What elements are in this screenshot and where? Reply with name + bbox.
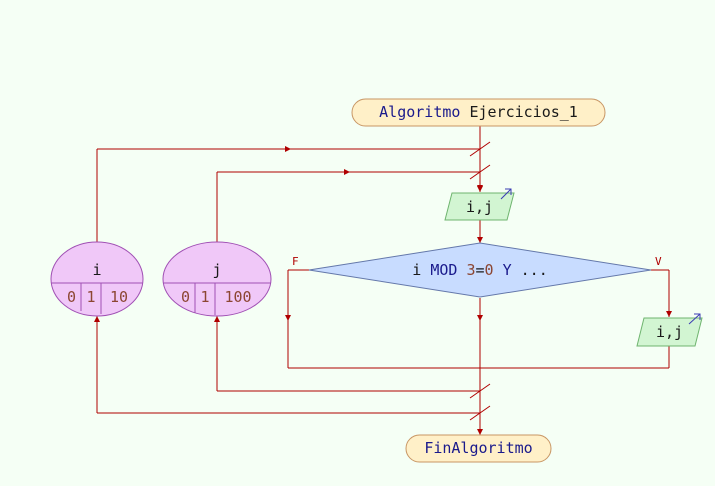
condition-expr: 3=0 xyxy=(466,261,493,279)
loop-i-node xyxy=(50,241,144,317)
end-keyword: FinAlgoritmo xyxy=(424,439,533,457)
condition-num: 3 xyxy=(466,261,476,279)
loop-j-tick-top xyxy=(469,164,491,180)
arrow-center-down xyxy=(477,315,483,321)
end-label: FinAlgoritmo xyxy=(406,439,551,457)
start-label: Algoritmo Ejercicios_1 xyxy=(352,103,605,121)
condition-label: i MOD 3=0 Y ... xyxy=(309,261,651,279)
read-label: i,j xyxy=(465,198,494,216)
condition-zero: 0 xyxy=(484,261,494,279)
loop-i-end: 10 xyxy=(109,288,129,306)
branch-true-label: V xyxy=(655,255,662,268)
arrow-loop-j-up xyxy=(214,316,220,322)
loop-j-end: 100 xyxy=(224,288,252,306)
read-arrow-icon xyxy=(500,188,512,200)
loop-j-step: 1 xyxy=(200,288,210,306)
loop-i-step: 1 xyxy=(86,288,96,306)
loop-j-var: j xyxy=(212,261,222,279)
read-box xyxy=(444,192,515,221)
decision-diamond xyxy=(308,242,652,298)
loop-i-start: 0 xyxy=(66,288,77,306)
arrow-to-decision xyxy=(477,237,483,243)
arrow-loop-j-right xyxy=(344,169,350,175)
arrow-read-in xyxy=(477,185,483,191)
arrow-false-down xyxy=(285,315,291,321)
loop-j-node xyxy=(162,241,272,317)
condition-var: i xyxy=(412,261,422,279)
loop-i-var: i xyxy=(92,261,102,279)
loop-j-tick-bottom xyxy=(469,383,491,399)
condition-op: MOD xyxy=(430,261,458,279)
loop-i-tick-top xyxy=(469,141,491,157)
arrow-loop-i-right xyxy=(285,146,291,152)
start-terminal xyxy=(351,98,606,127)
end-terminal xyxy=(405,434,552,463)
arrow-to-end xyxy=(477,429,483,435)
condition-eq: = xyxy=(475,261,485,279)
condition-y: Y xyxy=(502,261,512,279)
write-label: i,j xyxy=(655,323,684,341)
condition-rest: ... xyxy=(520,261,548,279)
loop-i-tick-bottom xyxy=(469,405,491,421)
arrow-to-write xyxy=(666,311,672,317)
start-keyword: Algoritmo xyxy=(379,103,461,121)
arrow-loop-i-up xyxy=(94,316,100,322)
write-box xyxy=(636,317,703,347)
branch-false-label: F xyxy=(292,255,299,268)
write-arrow-icon xyxy=(688,313,701,325)
loop-j-start: 0 xyxy=(180,288,191,306)
start-name: Ejercicios_1 xyxy=(469,103,578,121)
